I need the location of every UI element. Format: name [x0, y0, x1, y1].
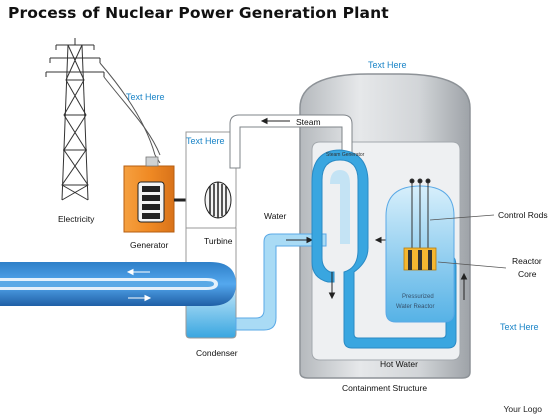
steam-label: Steam	[296, 117, 321, 127]
reactor-label-line2: Core	[518, 269, 537, 279]
feedwater-arrow	[286, 236, 314, 244]
primary-loop-arrow-up	[460, 272, 468, 300]
primary-loop-arrow-down	[328, 272, 336, 300]
cooling-pipe-arrow-in	[126, 268, 150, 276]
transmission-tower	[45, 38, 161, 201]
reactor-label-line1: Reactor	[512, 256, 542, 266]
pwr-label-line2: Water Reactor	[396, 304, 434, 310]
water-label: Water	[264, 211, 287, 221]
reactor-core	[403, 247, 437, 271]
text-here-right: Text Here	[500, 322, 539, 332]
turbine-rotor-icon	[204, 181, 232, 219]
electricity-label: Electricity	[58, 214, 95, 224]
hot-water-label: Hot Water	[380, 359, 418, 369]
reactor-core-leader	[437, 261, 507, 269]
diagram-title: Process of Nuclear Power Generation Plan…	[8, 4, 389, 22]
text-here-tower: Text Here	[126, 92, 165, 102]
control-rods-label: Control Rods	[498, 210, 548, 220]
pwr-label-line1: Pressurized	[402, 294, 434, 300]
generator-coil-icon	[137, 181, 165, 223]
condenser-label: Condenser	[196, 348, 238, 358]
cooling-water-pipe	[0, 262, 236, 306]
generator	[123, 156, 175, 233]
turbine	[185, 131, 237, 231]
containment-label: Containment Structure	[342, 383, 427, 393]
steam-generator-label: Steam Generator	[326, 152, 365, 158]
cooling-pipe-arrow-out	[128, 294, 152, 302]
logo-text: Your Logo	[503, 404, 542, 414]
turbine-label: Turbine	[204, 236, 233, 246]
generator-label: Generator	[130, 240, 168, 250]
text-here-top: Text Here	[368, 60, 407, 70]
steam-generator	[311, 149, 457, 349]
steam-arrow	[260, 117, 290, 125]
control-rods-leader	[429, 214, 495, 221]
text-here-turbine: Text Here	[186, 136, 225, 146]
control-rods	[409, 178, 431, 256]
